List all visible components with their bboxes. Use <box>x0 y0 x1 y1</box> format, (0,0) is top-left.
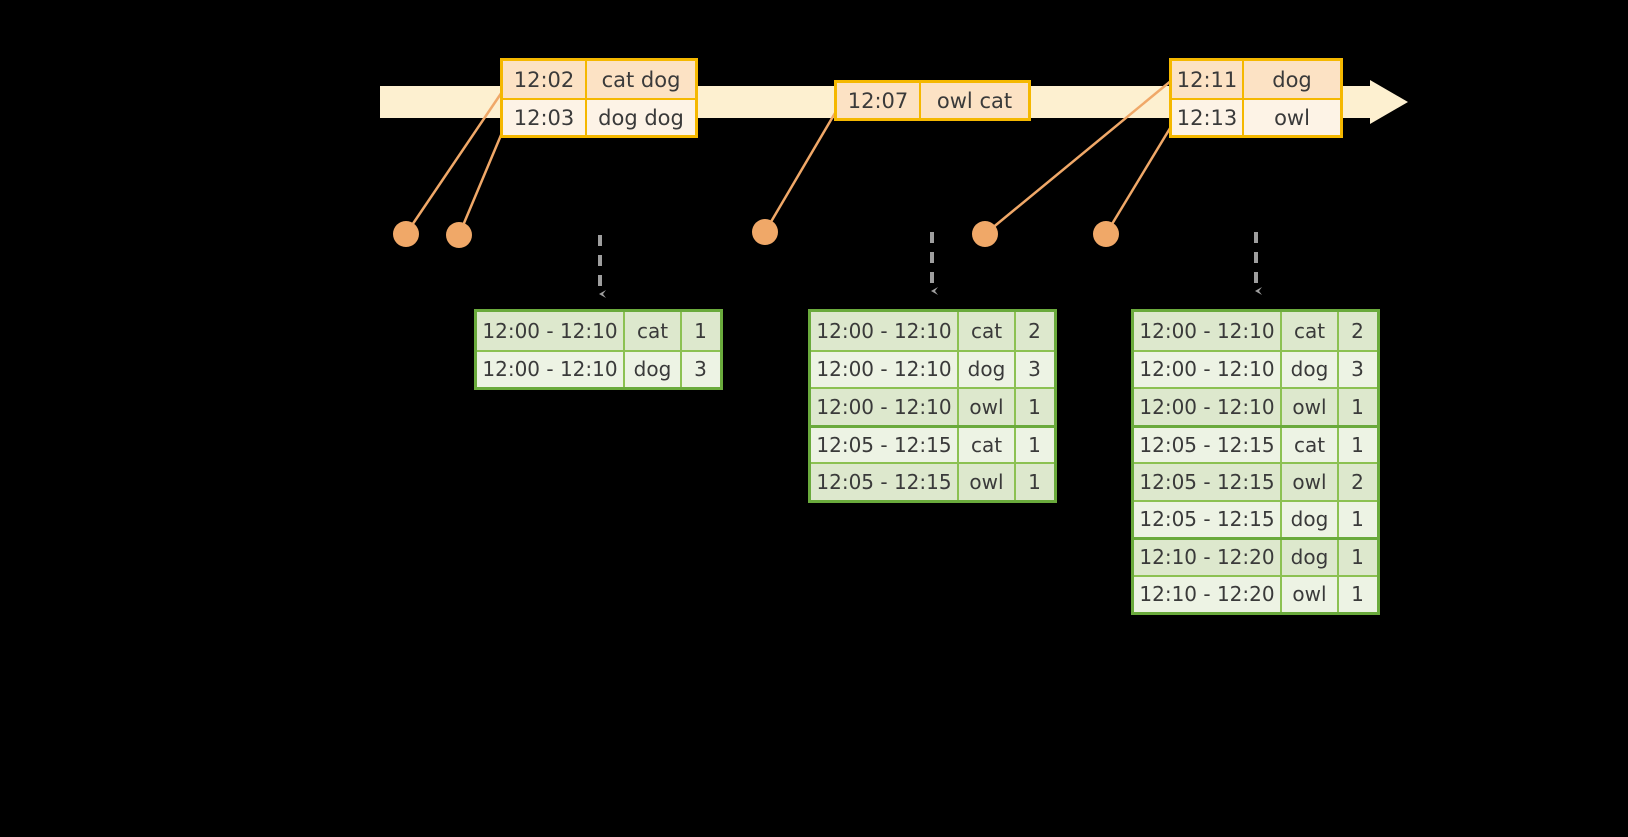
word-cell: cat <box>625 312 682 350</box>
window-cell: 12:00 - 12:10 <box>477 351 625 387</box>
word-cell: owl <box>1282 389 1339 425</box>
connector-dot-2 <box>446 222 472 248</box>
timeline-arrowhead <box>1370 80 1408 124</box>
count-cell: 2 <box>1351 318 1364 343</box>
window-cell: 12:10 - 12:20 <box>1134 576 1282 612</box>
window-cell: 12:10 - 12:20 <box>1134 540 1282 575</box>
event-row: 12:11 dog <box>1172 61 1340 98</box>
count-cell: 1 <box>1028 432 1041 457</box>
event-words: owl cat <box>936 88 1013 113</box>
word-cell: cat <box>1282 427 1339 462</box>
word-cell: cat <box>959 427 1016 462</box>
window-cell: 12:00 - 12:10 <box>811 312 959 350</box>
event-group-3: 12:11 dog 12:13 owl <box>1169 58 1343 138</box>
count-cell: 1 <box>1028 394 1041 419</box>
event-time: 12:11 <box>1172 61 1244 98</box>
window-cell: 12:00 - 12:10 <box>477 312 625 350</box>
count-cell: 3 <box>1028 357 1041 382</box>
event-time: 12:13 <box>1172 100 1244 135</box>
event-row: 12:13 owl <box>1172 98 1340 135</box>
word-cell: owl <box>959 389 1016 425</box>
count-cell: 1 <box>1351 507 1364 532</box>
word-cell: owl <box>959 464 1016 500</box>
window-cell: 12:00 - 12:10 <box>811 351 959 387</box>
event-words: dog dog <box>598 105 684 130</box>
window-cell: 12:00 - 12:10 <box>1134 351 1282 387</box>
event-time: 12:03 <box>503 100 587 135</box>
count-cell: 1 <box>694 318 707 343</box>
connector-dot-3 <box>752 219 778 245</box>
window-cell: 12:00 - 12:10 <box>1134 389 1282 425</box>
window-cell: 12:05 - 12:15 <box>1134 501 1282 537</box>
word-cell: dog <box>1282 540 1339 575</box>
count-cell: 1 <box>1351 432 1364 457</box>
word-cell: dog <box>1282 501 1339 537</box>
window-cell: 12:05 - 12:15 <box>1134 464 1282 500</box>
window-cell: 12:05 - 12:15 <box>1134 427 1282 462</box>
event-words: cat dog <box>601 67 681 92</box>
window-cell: 12:00 - 12:10 <box>1134 312 1282 350</box>
count-cell: 1 <box>1351 545 1364 570</box>
window-cell: 12:05 - 12:15 <box>811 464 959 500</box>
window-cell: 12:00 - 12:10 <box>811 389 959 425</box>
word-cell: cat <box>959 312 1016 350</box>
count-cell: 1 <box>1351 582 1364 607</box>
connector-dot-4 <box>972 221 998 247</box>
word-cell: dog <box>1282 351 1339 387</box>
count-cell: 3 <box>694 357 707 382</box>
event-time: 12:07 <box>837 83 921 118</box>
word-cell: dog <box>625 351 682 387</box>
connector-dot-1 <box>393 221 419 247</box>
event-group-2: 12:07 owl cat <box>834 80 1031 121</box>
event-words: owl <box>1274 105 1310 130</box>
window-cell: 12:05 - 12:15 <box>811 427 959 462</box>
event-group-1: 12:02 cat dog 12:03 dog dog <box>500 58 698 138</box>
connector-dot-3-line <box>763 107 840 233</box>
count-cell: 1 <box>1351 394 1364 419</box>
connector-dot-2-line <box>457 127 506 236</box>
event-row: 12:07 owl cat <box>837 83 1028 118</box>
count-cell: 2 <box>1028 318 1041 343</box>
event-words: dog <box>1272 67 1312 92</box>
event-time: 12:02 <box>503 61 587 98</box>
count-cell: 2 <box>1351 469 1364 494</box>
event-row: 12:02 cat dog <box>503 61 695 98</box>
connector-dot-5 <box>1093 221 1119 247</box>
count-cell: 1 <box>1028 469 1041 494</box>
event-row: 12:03 dog dog <box>503 98 695 135</box>
word-cell: cat <box>1282 312 1339 350</box>
word-cell: dog <box>959 351 1016 387</box>
connector-dot-5-line <box>1104 124 1174 235</box>
word-cell: owl <box>1282 464 1339 500</box>
word-cell: owl <box>1282 576 1339 612</box>
count-cell: 3 <box>1351 357 1364 382</box>
